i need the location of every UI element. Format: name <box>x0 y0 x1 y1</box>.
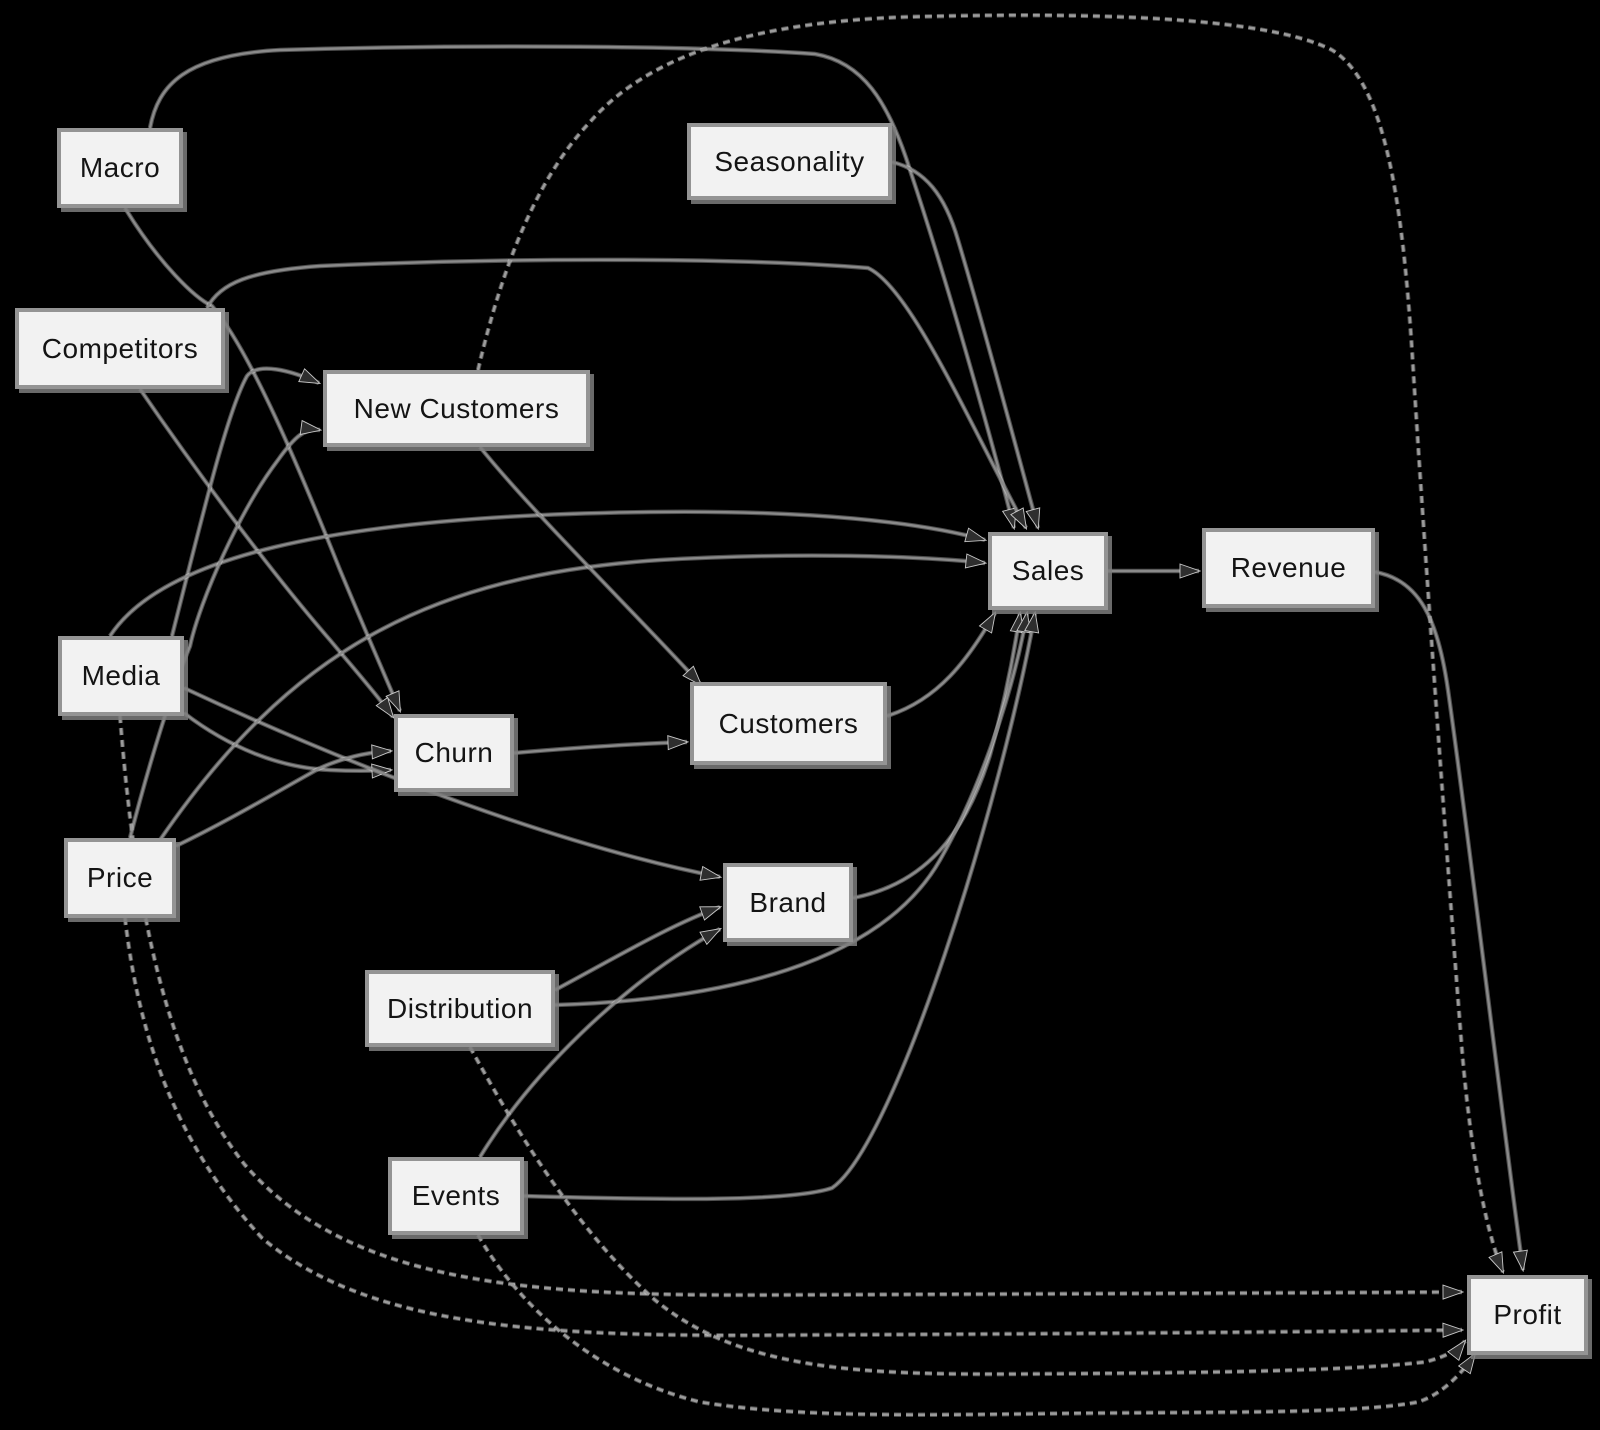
edge-new_customers-profit <box>476 13 1505 1272</box>
node-label-price: Price <box>86 862 154 893</box>
edge-revenue-profit <box>1374 570 1523 1270</box>
node-price: Price <box>64 838 176 918</box>
edge-media-sales <box>108 510 985 637</box>
node-competitors: Competitors <box>15 308 225 389</box>
edge-distribution-profit <box>468 1046 1465 1376</box>
node-label-competitors: Competitors <box>41 332 199 364</box>
edge-price-sales <box>159 556 985 841</box>
node-label-media: Media <box>81 660 161 691</box>
node-churn: Churn <box>394 714 514 792</box>
edge-media-new_customers <box>170 367 319 637</box>
edge-customers-sales <box>886 613 995 718</box>
edge-price-new_customers <box>128 430 320 839</box>
edge-macro-sales <box>148 45 1014 528</box>
edge-distribution-brand <box>554 905 720 992</box>
node-seasonality: Seasonality <box>687 123 892 200</box>
node-macro: Macro <box>57 128 183 208</box>
node-label-customers: Customers <box>718 707 859 739</box>
edge-media-profit <box>118 715 1462 1295</box>
edge-underlay-events-profit <box>476 1233 1477 1418</box>
node-label-seasonality: Seasonality <box>714 145 865 177</box>
node-new_customers: New Customers <box>323 370 590 447</box>
node-label-new_customers: New Customers <box>353 392 560 424</box>
node-revenue: Revenue <box>1202 528 1375 608</box>
edge-underlay-media-profit <box>117 715 1463 1298</box>
node-profit: Profit <box>1467 1275 1588 1355</box>
node-label-distribution: Distribution <box>386 992 534 1024</box>
edge-churn-customers <box>513 742 687 755</box>
edge-price-churn <box>175 751 391 848</box>
edge-underlay-price-profit <box>122 917 1463 1338</box>
edge-competitors-sales <box>205 258 1026 528</box>
edge-competitors-churn <box>139 388 393 717</box>
node-label-sales: Sales <box>1011 555 1085 586</box>
node-media: Media <box>58 636 184 716</box>
edge-underlay-price-new_customers <box>127 427 321 839</box>
edge-new_customers-customers <box>479 446 701 685</box>
edge-events-sales <box>523 613 1035 1201</box>
node-customers: Customers <box>690 682 887 765</box>
edge-macro-churn <box>123 207 402 711</box>
edge-media-brand <box>183 686 720 877</box>
edge-price-profit <box>123 917 1462 1335</box>
edge-distribution-sales <box>554 613 1027 1007</box>
edge-events-brand <box>478 929 720 1158</box>
node-events: Events <box>388 1157 524 1235</box>
edge-seasonality-sales <box>891 160 1038 528</box>
edge-underlay-new_customers-profit <box>475 12 1506 1273</box>
edge-underlay-customers-sales <box>886 611 997 719</box>
edge-media-churn <box>183 712 391 771</box>
node-sales: Sales <box>988 532 1108 610</box>
node-label-revenue: Revenue <box>1230 552 1347 583</box>
node-brand: Brand <box>723 863 853 942</box>
edge-underlay-revenue-profit <box>1374 569 1526 1271</box>
edge-underlay-distribution-profit <box>468 1045 1467 1377</box>
node-label-profit: Profit <box>1493 1299 1562 1330</box>
edge-brand-sales <box>852 613 1020 900</box>
node-label-churn: Churn <box>414 737 494 768</box>
node-label-events: Events <box>411 1180 501 1211</box>
node-distribution: Distribution <box>365 970 555 1047</box>
edge-events-profit <box>476 1234 1475 1417</box>
node-label-macro: Macro <box>79 152 161 183</box>
node-label-brand: Brand <box>749 886 827 918</box>
edge-underlay-media-new_customers <box>169 366 320 637</box>
